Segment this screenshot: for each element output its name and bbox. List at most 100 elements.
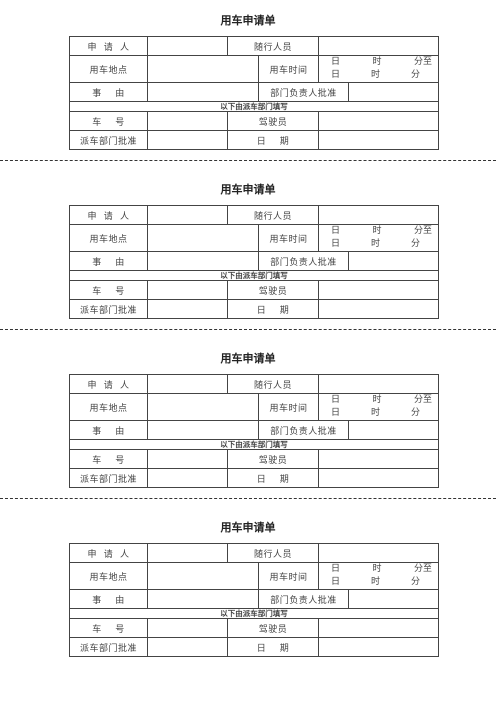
minute-to-unit: 分至 (413, 395, 432, 405)
reason-field[interactable] (147, 589, 259, 609)
location-field[interactable] (147, 393, 259, 421)
applicant-field[interactable] (147, 543, 228, 563)
day-unit: 日 (331, 70, 341, 80)
location-label: 用车地点 (69, 224, 148, 252)
time-end-line: 日 时 分 (331, 407, 432, 420)
vehicle-request-form: 用车申请单 申 请 人 随行人员 用车地点 用车时间 日 时 分至 (0, 519, 496, 669)
companions-field[interactable] (318, 205, 440, 225)
hour-unit: 时 (372, 57, 382, 67)
driver-label: 驾驶员 (226, 449, 320, 469)
dept-head-approval-field[interactable] (348, 589, 440, 609)
location-field[interactable] (147, 55, 259, 83)
location-label: 用车地点 (69, 562, 148, 590)
dispatch-approval-field[interactable] (147, 299, 228, 319)
table-row: 事 由 部门负责人批准 (69, 251, 440, 271)
applicant-field[interactable] (147, 374, 228, 394)
companions-field[interactable] (318, 36, 440, 56)
time-label: 用车时间 (257, 562, 320, 590)
time-field[interactable]: 日 时 分至 日 时 分 (318, 562, 440, 590)
vehicle-request-form: 用车申请单 申 请 人 随行人员 用车地点 用车时间 日 时 分至 (0, 350, 496, 500)
cut-line-divider (0, 329, 496, 330)
dept-head-approval-label: 部门负责人批准 (257, 589, 350, 609)
request-table: 申 请 人 随行人员 用车地点 用车时间 日 时 分至 日 时 (68, 543, 440, 657)
driver-field[interactable] (318, 618, 440, 638)
reason-field[interactable] (147, 251, 259, 271)
reason-field[interactable] (147, 82, 259, 102)
companions-label: 随行人员 (226, 36, 320, 56)
location-field[interactable] (147, 224, 259, 252)
time-start-line: 日 时 分至 (331, 394, 432, 407)
hour-unit: 时 (371, 408, 381, 418)
plate-number-field[interactable] (147, 618, 228, 638)
driver-field[interactable] (318, 280, 440, 300)
reason-label: 事 由 (69, 589, 148, 609)
hour-unit: 时 (372, 564, 382, 574)
dispatch-approval-field[interactable] (147, 468, 228, 488)
reason-field[interactable] (147, 420, 259, 440)
form-title: 用车申请单 (220, 14, 276, 27)
table-row: 申 请 人 随行人员 (69, 205, 440, 225)
minute-to-unit: 分至 (413, 226, 432, 236)
driver-field[interactable] (318, 449, 440, 469)
plate-number-field[interactable] (147, 111, 228, 131)
table-row: 车 号 驾驶员 (69, 449, 440, 469)
minute-to-unit: 分至 (413, 564, 432, 574)
table-row: 车 号 驾驶员 (69, 618, 440, 638)
table-row: 申 请 人 随行人员 (69, 36, 440, 56)
table-row: 派车部门批准 日 期 (69, 468, 440, 488)
time-field[interactable]: 日 时 分至 日 时 分 (318, 55, 440, 83)
date-field[interactable] (318, 637, 440, 657)
companions-field[interactable] (318, 543, 440, 563)
dept-head-approval-field[interactable] (348, 420, 440, 440)
day-unit: 日 (331, 564, 341, 574)
day-unit: 日 (331, 57, 341, 67)
table-row: 事 由 部门负责人批准 (69, 420, 440, 440)
location-field[interactable] (147, 562, 259, 590)
applicant-label: 申 请 人 (69, 36, 148, 56)
time-field[interactable]: 日 时 分至 日 时 分 (318, 224, 440, 252)
dept-head-approval-field[interactable] (348, 251, 440, 271)
date-label: 日 期 (226, 468, 320, 488)
time-start-line: 日 时 分至 (331, 225, 432, 238)
date-field[interactable] (318, 468, 440, 488)
applicant-field[interactable] (147, 205, 228, 225)
driver-label: 驾驶员 (226, 618, 320, 638)
companions-label: 随行人员 (226, 543, 320, 563)
table-row: 申 请 人 随行人员 (69, 543, 440, 563)
dept-head-approval-label: 部门负责人批准 (257, 251, 350, 271)
applicant-field[interactable] (147, 36, 228, 56)
dispatch-approval-field[interactable] (147, 130, 228, 150)
minute-unit: 分 (410, 70, 420, 80)
form-title: 用车申请单 (220, 183, 276, 196)
dispatch-section-note: 以下由派车部门填写 (68, 101, 440, 112)
dispatch-approval-field[interactable] (147, 637, 228, 657)
companions-label: 随行人员 (226, 205, 320, 225)
companions-field[interactable] (318, 374, 440, 394)
date-field[interactable] (318, 299, 440, 319)
dispatch-section-note: 以下由派车部门填写 (68, 439, 440, 450)
table-row: 用车地点 用车时间 日 时 分至 日 时 分 (69, 393, 440, 421)
date-field[interactable] (318, 130, 440, 150)
dept-head-approval-label: 部门负责人批准 (257, 420, 350, 440)
plate-number-field[interactable] (147, 449, 228, 469)
vehicle-request-form: 用车申请单 申 请 人 随行人员 用车地点 用车时间 日 时 分至 (0, 12, 496, 162)
applicant-label: 申 请 人 (69, 374, 148, 394)
table-row: 事 由 部门负责人批准 (69, 589, 440, 609)
time-label: 用车时间 (257, 393, 320, 421)
time-field[interactable]: 日 时 分至 日 时 分 (318, 393, 440, 421)
dept-head-approval-label: 部门负责人批准 (257, 82, 350, 102)
plate-number-field[interactable] (147, 280, 228, 300)
table-row: 事 由 部门负责人批准 (69, 82, 440, 102)
plate-number-label: 车 号 (69, 449, 148, 469)
table-row: 派车部门批准 日 期 (69, 637, 440, 657)
reason-label: 事 由 (69, 420, 148, 440)
driver-field[interactable] (318, 111, 440, 131)
table-row: 用车地点 用车时间 日 时 分至 日 时 分 (69, 55, 440, 83)
date-label: 日 期 (226, 299, 320, 319)
minute-unit: 分 (410, 408, 420, 418)
request-table: 申 请 人 随行人员 用车地点 用车时间 日 时 分至 日 时 (68, 205, 440, 319)
time-label: 用车时间 (257, 224, 320, 252)
hour-unit: 时 (372, 226, 382, 236)
dept-head-approval-field[interactable] (348, 82, 440, 102)
reason-label: 事 由 (69, 251, 148, 271)
